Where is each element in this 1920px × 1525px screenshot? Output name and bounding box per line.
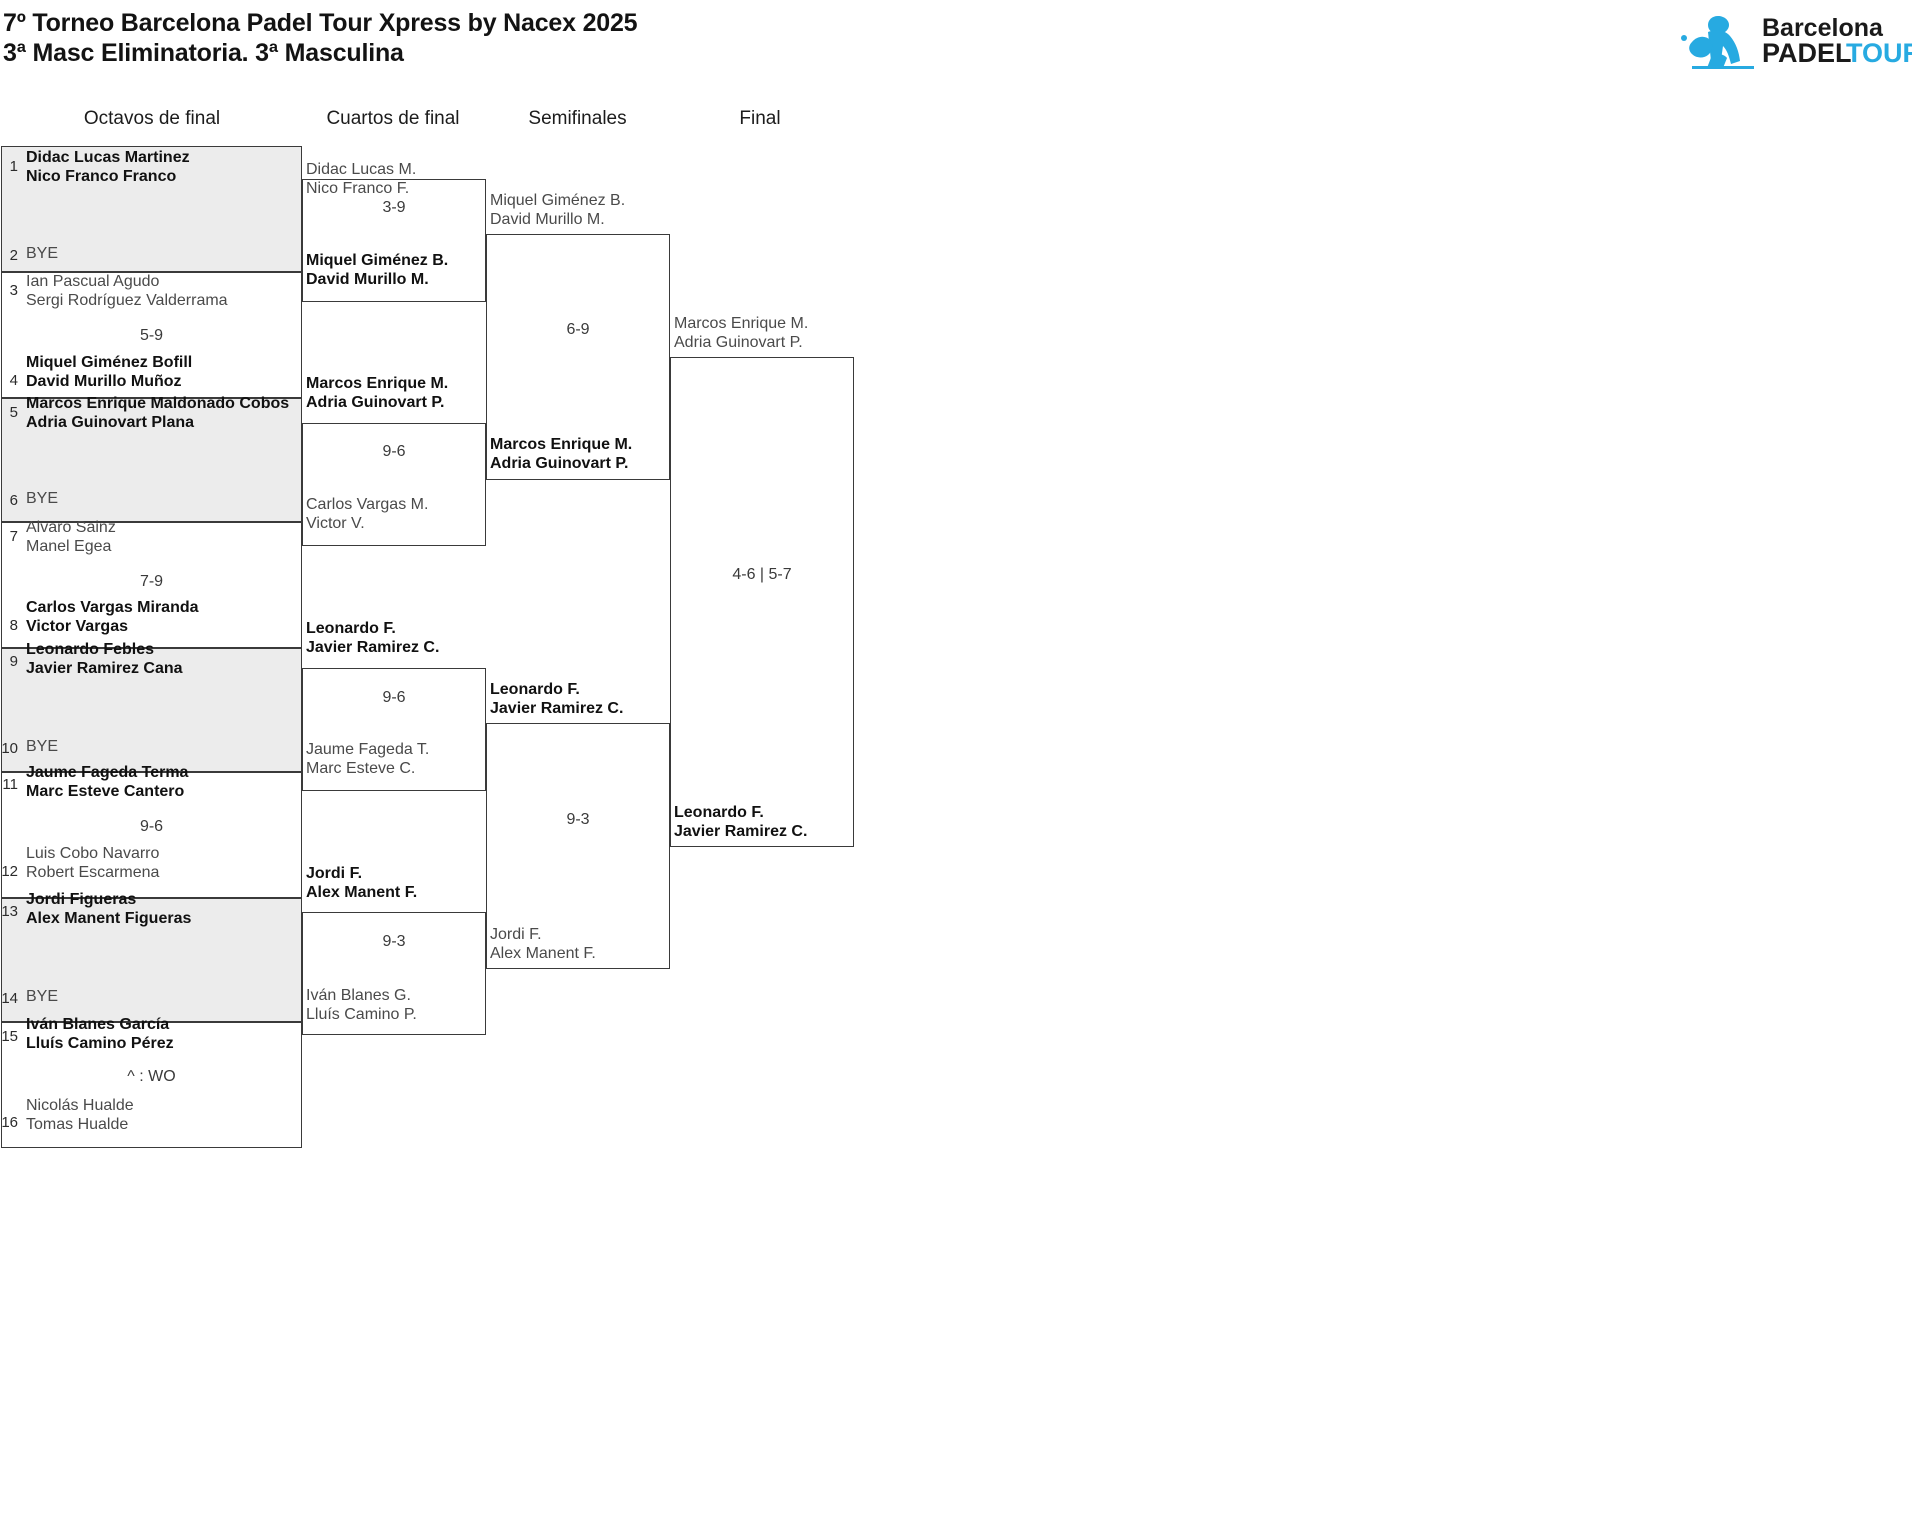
padel-player-icon <box>1681 16 1754 69</box>
r1-team-11: Jaume Fageda Terma Marc Esteve Cantero <box>26 764 189 800</box>
r2-match-2-box[interactable] <box>302 423 486 546</box>
r1-team-13: Jordi Figueras Alex Manent Figueras <box>26 891 192 927</box>
r1-seed-11: 11 <box>2 776 18 793</box>
r1-seed-8: 8 <box>9 617 18 634</box>
r1-match-6[interactable] <box>1 772 302 898</box>
r1-seed-1: 1 <box>9 158 18 175</box>
r1-team-7: Alvaro Sainz Manel Egea <box>26 519 116 555</box>
r2-team-3-top: Leonardo F. Javier Ramirez C. <box>306 620 440 656</box>
logo-word-tour: TOUR <box>1846 38 1912 68</box>
r2-team-3-bottom: Jaume Fageda T. Marc Esteve C. <box>306 741 430 777</box>
r3-team-1-top: Miquel Giménez B. David Murillo M. <box>490 192 626 228</box>
r1-team-8: Carlos Vargas Miranda Victor Vargas <box>26 599 199 635</box>
r3-team-1-bottom: Marcos Enrique M. Adria Guinovart P. <box>490 436 633 472</box>
tournament-title: 7º Torneo Barcelona Padel Tour Xpress by… <box>3 9 638 37</box>
r2-match-4-box[interactable] <box>302 912 486 1035</box>
r1-team-4: Miquel Giménez Bofill David Murillo Muño… <box>26 354 193 390</box>
r1-seed-10: 10 <box>1 740 18 757</box>
logo-word-barcelona: Barcelona <box>1762 14 1884 42</box>
barcelona-padel-tour-logo: Barcelona PADEL TOUR <box>1674 10 1912 72</box>
round-header-octavos: Octavos de final <box>83 108 221 129</box>
r3-team-2-bottom: Jordi F. Alex Manent F. <box>490 926 596 962</box>
r2-score-4: 9-3 <box>382 933 406 950</box>
r1-seed-9: 9 <box>9 653 18 670</box>
r1-seed-16: 16 <box>1 1114 18 1131</box>
r1-bye-2: BYE <box>26 245 59 262</box>
r1-seed-6: 6 <box>9 492 18 509</box>
r2-score-2: 9-6 <box>382 443 406 460</box>
r2-team-4-bottom: Iván Blanes G. Lluís Camino P. <box>306 987 417 1023</box>
r1-match-4[interactable] <box>1 522 302 648</box>
r1-seed-7: 7 <box>9 528 18 545</box>
r1-match-1[interactable] <box>1 146 302 272</box>
round-header-final: Final <box>739 108 781 129</box>
r1-seed-2: 2 <box>9 247 18 264</box>
tournament-subtitle: 3ª Masc Eliminatoria. 3ª Masculina <box>3 39 404 67</box>
r2-team-1-bottom: Miquel Giménez B. David Murillo M. <box>306 252 449 288</box>
r2-team-1-top: Didac Lucas M. Nico Franco F. <box>306 161 417 197</box>
r1-team-12: Luis Cobo Navarro Robert Escarmena <box>26 845 160 881</box>
r1-bye-14: BYE <box>26 988 59 1005</box>
r2-match-1-box[interactable] <box>302 179 486 302</box>
r1-seed-12: 12 <box>1 863 18 880</box>
r1-seed-4: 4 <box>9 372 18 389</box>
r1-match-8[interactable] <box>1 1022 302 1148</box>
r1-match-2[interactable] <box>1 272 302 398</box>
r3-score-2: 9-3 <box>566 811 590 828</box>
r4-team-champion: Leonardo F. Javier Ramirez C. <box>674 804 808 840</box>
r4-team-runnerup: Marcos Enrique M. Adria Guinovart P. <box>674 315 809 351</box>
r1-seed-3: 3 <box>9 282 18 299</box>
r2-match-3-box[interactable] <box>302 668 486 791</box>
r2-score-3: 9-6 <box>382 689 406 706</box>
r1-team-15: Iván Blanes García Lluís Camino Pérez <box>26 1016 174 1052</box>
r1-seed-5: 5 <box>9 404 18 421</box>
r1-seed-15: 15 <box>1 1028 18 1045</box>
r1-score-6: 9-6 <box>139 818 164 835</box>
r1-team-1: Didac Lucas Martinez Nico Franco Franco <box>26 149 190 185</box>
r3-score-1: 6-9 <box>566 321 590 338</box>
r2-score-1: 3-9 <box>382 199 406 216</box>
logo-word-padel: PADEL <box>1762 38 1852 68</box>
r2-team-2-bottom: Carlos Vargas M. Victor V. <box>306 496 429 532</box>
r3-match-2-box[interactable] <box>486 723 670 969</box>
r1-team-16: Nicolás Hualde Tomas Hualde <box>26 1097 134 1133</box>
r1-match-5[interactable] <box>1 648 302 772</box>
r1-team-5: Marcos Enrique Maldonado Cobos Adria Gui… <box>26 395 290 431</box>
r1-bye-6: BYE <box>26 490 59 507</box>
r1-score-2: 5-9 <box>139 327 164 344</box>
r1-seed-14: 14 <box>1 990 18 1007</box>
r1-team-9: Leonardo Febles Javier Ramirez Cana <box>26 641 183 677</box>
page-title: 7º Torneo Barcelona Padel Tour Xpress by… <box>3 8 638 68</box>
round-header-semifinales: Semifinales <box>528 108 627 129</box>
round-header-cuartos: Cuartos de final <box>326 108 460 129</box>
r1-seed-13: 13 <box>1 903 18 920</box>
r1-match-7[interactable] <box>1 898 302 1022</box>
r4-match-1-box[interactable] <box>670 357 854 847</box>
r1-score-8: ^ : WO <box>127 1068 176 1085</box>
r3-match-1-box[interactable] <box>486 234 670 480</box>
r2-team-4-top: Jordi F. Alex Manent F. <box>306 865 418 901</box>
r4-score-final: 4-6 | 5-7 <box>732 566 792 583</box>
r1-match-3[interactable] <box>1 398 302 522</box>
r1-score-4: 7-9 <box>139 573 164 590</box>
r1-bye-10: BYE <box>26 738 59 755</box>
r3-team-2-top: Leonardo F. Javier Ramirez C. <box>490 681 624 717</box>
r2-team-2-top: Marcos Enrique M. Adria Guinovart P. <box>306 375 449 411</box>
r1-team-3: Ian Pascual Agudo Sergi Rodríguez Valder… <box>26 273 228 309</box>
